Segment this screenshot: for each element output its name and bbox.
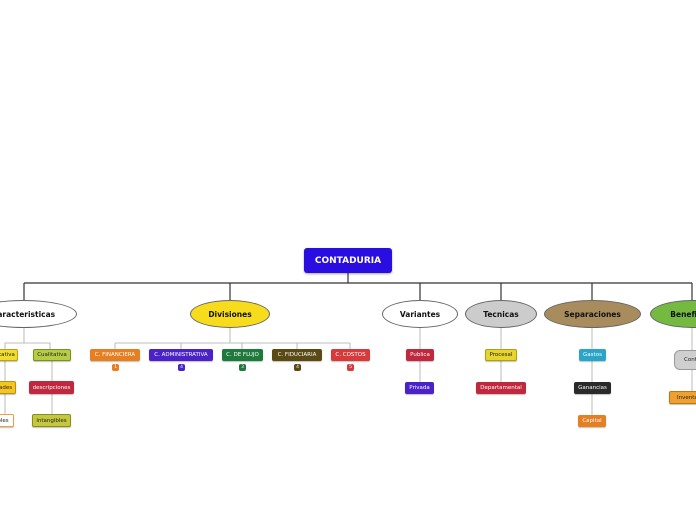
node-descripciones[interactable]: descripciones bbox=[29, 381, 74, 394]
node-c-financiera[interactable]: C. FINANCIERA bbox=[90, 349, 140, 361]
node-control[interactable]: Control bbox=[674, 350, 696, 370]
node-cualitativa[interactable]: Cualitativa bbox=[33, 349, 71, 361]
badge-c-administrativa: 4 bbox=[178, 364, 185, 371]
node-c-de-flujo[interactable]: C. DE FLUJO bbox=[222, 349, 263, 361]
node-procesal[interactable]: Procesal bbox=[485, 349, 517, 361]
badge-c-costos: 5 bbox=[347, 364, 354, 371]
node-c-administrativa[interactable]: C. ADMINISTRATIVA bbox=[149, 349, 213, 361]
node-privada[interactable]: Privada bbox=[405, 382, 434, 394]
branch-divisiones[interactable]: Divisiones bbox=[190, 300, 270, 328]
node-gastos[interactable]: Gastos bbox=[579, 349, 606, 361]
root-node[interactable]: CONTADURIA bbox=[304, 248, 392, 273]
node-c-costos[interactable]: C. COSTOS bbox=[331, 349, 370, 361]
badge-c-fiduciaria: 4 bbox=[294, 364, 301, 371]
node-intangibles[interactable]: intangibles bbox=[32, 414, 71, 427]
node-ganancias[interactable]: Ganancias bbox=[574, 382, 611, 394]
badge-c-de-flujo: 3 bbox=[239, 364, 246, 371]
node-departamental[interactable]: Departamental bbox=[476, 382, 526, 394]
node-tangibles[interactable]: tangibles bbox=[0, 414, 14, 427]
node-inventario[interactable]: Inventario bbox=[669, 391, 696, 404]
branch-variantes[interactable]: Variantes bbox=[382, 300, 458, 328]
badge-c-financiera: 1 bbox=[112, 364, 119, 371]
node-capital[interactable]: Capital bbox=[578, 415, 606, 427]
node-cantidades[interactable]: cantidades bbox=[0, 381, 16, 394]
node-publica[interactable]: Publica bbox=[406, 349, 434, 361]
node-c-fiduciaria[interactable]: C. FIDUCIARIA bbox=[272, 349, 322, 361]
branch-tecnicas[interactable]: Tecnicas bbox=[465, 300, 537, 328]
node-cuantitativa[interactable]: Cuantitativa bbox=[0, 349, 18, 361]
branch-separaciones[interactable]: Separaciones bbox=[544, 300, 641, 328]
